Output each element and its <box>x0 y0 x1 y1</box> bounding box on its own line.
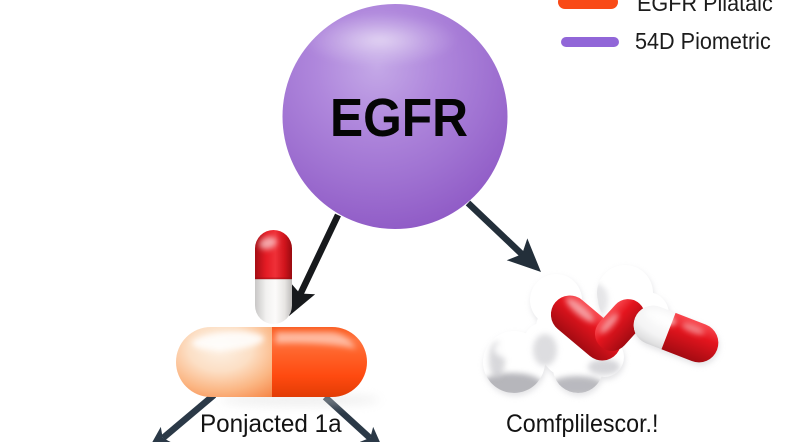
molecule-model <box>483 265 726 396</box>
capsule-large <box>176 327 380 406</box>
arrow-sphere-to-molecule <box>465 200 541 272</box>
legend-swatch-orange <box>558 0 618 9</box>
egfr-node-sphere <box>282 4 508 229</box>
legend-swatches <box>558 0 619 47</box>
caption-left-branch: Ponjacted 1a <box>200 410 342 438</box>
arrow-capsule-to-bottom-left <box>149 392 217 442</box>
pill-capsule-small <box>255 230 292 324</box>
legend-item-2-label: 54D Piometric <box>635 28 771 54</box>
caption-right-branch: Comfplilescor.! <box>506 410 659 438</box>
arrow-sphere-to-capsule <box>289 213 341 316</box>
legend-swatch-purple <box>561 37 619 47</box>
egfr-node-label: EGFR <box>329 88 469 148</box>
legend-item-1-label: EGFR Pilatalc <box>637 0 773 16</box>
